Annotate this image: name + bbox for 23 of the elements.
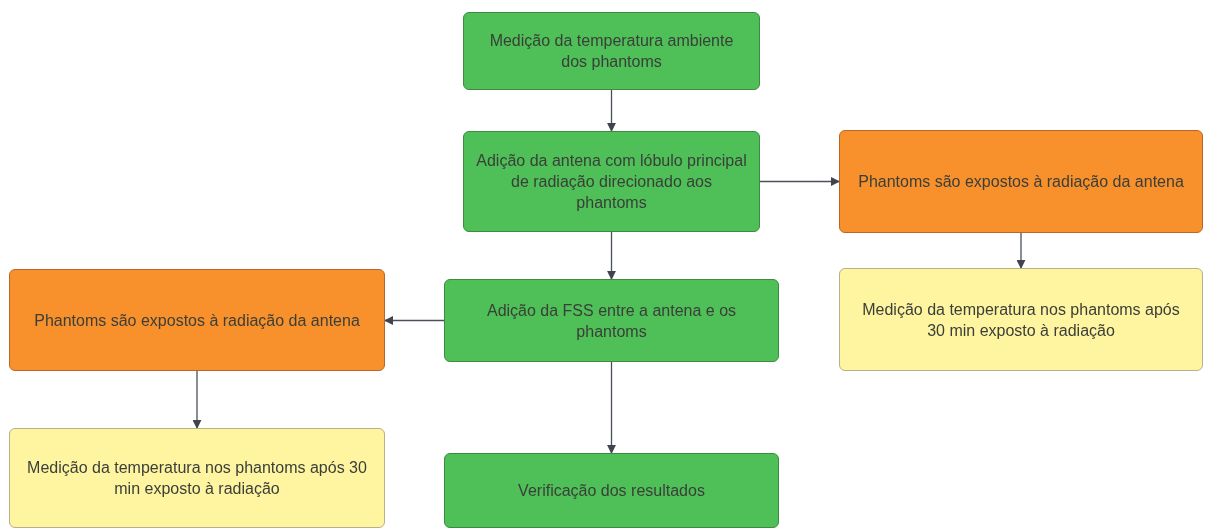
step-text: Medição da temperatura nos phantoms após 30 min exposto à radiação xyxy=(26,458,368,499)
step-text: Phantoms são expostos à radiação da antena xyxy=(858,172,1184,192)
step-text: Adição da FSS entre a antena e os phantoms xyxy=(485,300,738,342)
step-text: Adição da antena com lóbulo principal de radiação direcionado aos phantoms xyxy=(476,151,747,213)
process-box xyxy=(463,131,760,232)
step-text: Medição da temperatura ambiente dos phantoms xyxy=(488,31,735,72)
arrow xyxy=(1016,232,1026,269)
process-box xyxy=(839,268,1203,371)
arrow xyxy=(607,231,616,280)
arrow xyxy=(607,89,616,132)
arrow xyxy=(607,361,616,454)
arrow xyxy=(384,316,445,325)
step-text: Phantoms são expostos à radiação da antena xyxy=(34,310,360,331)
process-box xyxy=(444,453,779,528)
process-box xyxy=(444,279,779,362)
arrow xyxy=(192,370,202,429)
process-box xyxy=(463,12,760,90)
step-text: Medição da temperatura nos phantoms após 30 min exposto à radiação xyxy=(861,299,1181,341)
arrow xyxy=(759,177,840,186)
process-box xyxy=(9,428,385,528)
process-box xyxy=(839,130,1203,233)
step-text: Verificação dos resultados xyxy=(518,481,705,501)
process-box xyxy=(9,269,385,371)
